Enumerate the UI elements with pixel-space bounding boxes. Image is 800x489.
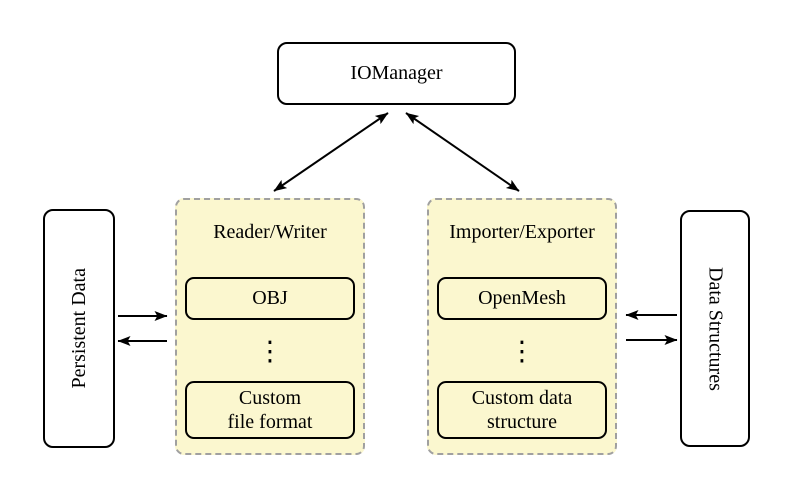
node-custom-file-format-line1: Custom — [238, 386, 302, 409]
arrow-iomanager-reader-writer — [273, 112, 389, 192]
node-custom-data-structure-line2: structure — [487, 411, 557, 433]
node-openmesh: OpenMesh — [437, 277, 607, 320]
node-iomanager-label: IOManager — [350, 62, 443, 84]
node-persistent-data: Persistent Data — [43, 209, 115, 448]
node-obj: OBJ — [185, 277, 355, 320]
group-importer-exporter: Importer/Exporter OpenMesh ⋮ Custom data… — [427, 198, 617, 455]
node-persistent-data-label: Persistent Data — [67, 268, 90, 389]
group-importer-exporter-title: Importer/Exporter — [449, 221, 595, 243]
vertical-ellipsis-icon: ⋮ — [508, 335, 536, 367]
node-obj-label: OBJ — [252, 287, 288, 310]
arrow-iomanager-importer-exporter — [405, 112, 520, 192]
node-custom-file-format: Custom file format — [185, 381, 355, 439]
node-data-structures-label: Data Structures — [704, 266, 727, 391]
node-iomanager: IOManager — [277, 42, 516, 105]
vertical-ellipsis-icon: ⋮ — [256, 335, 284, 367]
node-openmesh-label: OpenMesh — [478, 287, 566, 310]
node-custom-data-structure-line1: Custom data — [471, 386, 573, 409]
node-custom-data-structure: Custom data structure — [437, 381, 607, 439]
node-data-structures: Data Structures — [680, 210, 750, 447]
group-reader-writer: Reader/Writer OBJ ⋮ Custom file format — [175, 198, 365, 455]
group-reader-writer-title: Reader/Writer — [213, 221, 327, 243]
node-custom-file-format-line2: file format — [227, 411, 313, 433]
